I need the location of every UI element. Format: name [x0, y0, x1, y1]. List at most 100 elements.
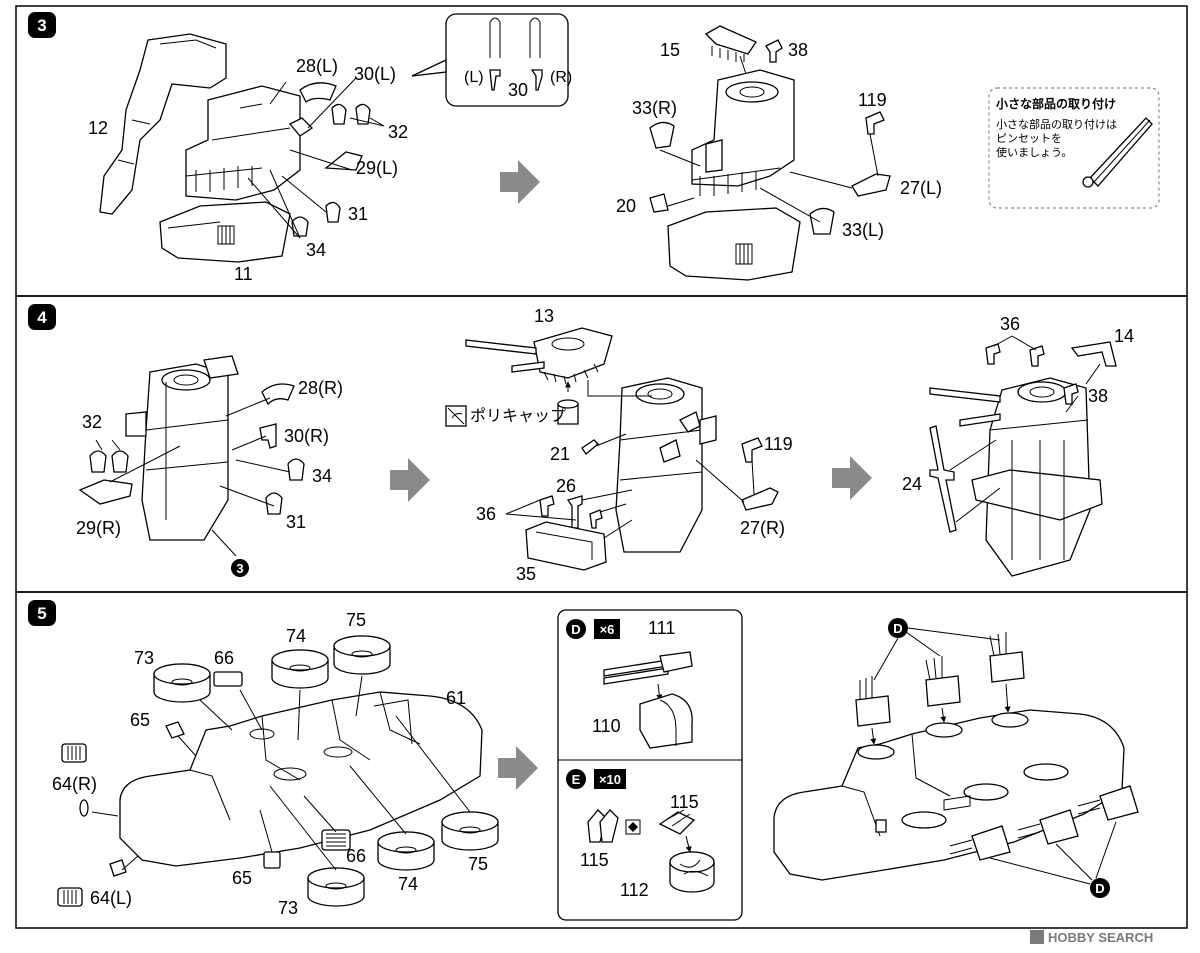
turret-ring-75-bottom	[441, 811, 499, 851]
flow-arrow-step3	[500, 160, 540, 204]
label-part-34-step4: 34	[312, 466, 332, 486]
step-4-badge: 4	[28, 304, 56, 330]
label-part-74-top: 74	[286, 626, 306, 646]
label-part-119-step4: 119	[764, 434, 793, 454]
callout-part-30: 30	[508, 80, 528, 100]
label-part-35: 35	[516, 564, 536, 584]
step-5-panel	[15, 591, 1188, 929]
label-part-115-top: 115	[670, 792, 699, 812]
label-part-65-top: 65	[130, 710, 150, 730]
tip-line-1: 小さな部品の取り付けは	[996, 117, 1117, 131]
label-part-31-step4: 31	[286, 512, 306, 532]
sub-e-count: ×10	[599, 772, 621, 787]
svg-text:4: 4	[37, 308, 47, 327]
label-part-33l: 33(L)	[842, 220, 884, 240]
label-part-33r: 33(R)	[632, 98, 677, 118]
label-part-26: 26	[556, 476, 576, 496]
step-5-badge: 5	[28, 600, 56, 626]
step5-deck-result	[773, 618, 1139, 898]
label-part-110: 110	[592, 716, 621, 736]
label-part-29l: 29(L)	[356, 158, 398, 178]
label-part-27r: 27(R)	[740, 518, 785, 538]
label-part-38-step3: 38	[788, 40, 808, 60]
result-d-badge-top: D	[893, 621, 902, 636]
ref-step-3-badge: 3	[236, 561, 243, 576]
turret-ring-73-bottom	[307, 867, 365, 907]
turret-side-2	[1017, 809, 1079, 845]
label-part-75-top: 75	[346, 610, 366, 630]
label-part-20: 20	[616, 196, 636, 216]
turret-ring-73-top	[153, 663, 211, 703]
label-part-64r: 64(R)	[52, 774, 97, 794]
svg-text:5: 5	[37, 604, 46, 623]
label-part-66-top: 66	[214, 648, 234, 668]
label-part-27l: 27(L)	[900, 178, 942, 198]
label-part-115-side: 115	[580, 850, 609, 870]
step4-turret-assembly	[445, 327, 779, 571]
step4-bridge-exploded	[78, 355, 305, 577]
label-part-24: 24	[902, 474, 922, 494]
label-part-13: 13	[534, 306, 554, 326]
tip-line-3: 使いましょう。	[996, 146, 1072, 159]
watermark: HOBBY SEARCH	[1030, 930, 1153, 945]
polycap-label: ポリキャップ	[470, 407, 566, 425]
label-part-65-bottom: 65	[232, 868, 252, 888]
label-part-32-step4: 32	[82, 412, 102, 432]
step4-bridge-result	[929, 335, 1117, 577]
label-part-36-right: 36	[1000, 314, 1020, 334]
turret-ring-75-top	[333, 635, 391, 675]
flow-arrow-step4a	[390, 458, 430, 502]
step3-bridge-result	[649, 25, 891, 281]
step-3-badge: 3	[28, 12, 56, 38]
label-part-12: 12	[88, 118, 108, 138]
label-part-74-bottom: 74	[398, 874, 418, 894]
svg-text:3: 3	[37, 16, 46, 35]
label-part-111: 111	[648, 618, 675, 638]
label-part-119-step3: 119	[858, 90, 887, 110]
label-part-112: 112	[620, 880, 649, 900]
turret-ring-74-bottom	[377, 831, 435, 871]
label-part-34: 34	[306, 240, 326, 260]
sub-e-badge: E	[572, 772, 581, 787]
tip-line-2: ピンセットを	[996, 132, 1062, 145]
sub-d-count: ×6	[600, 622, 615, 637]
flow-arrow-step4b	[832, 456, 872, 500]
label-part-15: 15	[660, 40, 680, 60]
flow-arrow-step5	[498, 746, 538, 790]
label-part-64l: 64(L)	[90, 888, 132, 908]
turret-top-2	[925, 656, 961, 707]
label-part-31: 31	[348, 204, 368, 224]
turret-side-3	[949, 825, 1011, 861]
label-part-38-step4: 38	[1088, 386, 1108, 406]
turret-top-3	[989, 632, 1025, 683]
label-part-32: 32	[388, 122, 408, 142]
result-d-badge-bottom: D	[1095, 881, 1104, 896]
part-30-orientation-callout	[411, 13, 569, 107]
callout-left-label: (L)	[464, 69, 484, 86]
turret-top-1	[855, 676, 891, 727]
label-part-11: 11	[234, 264, 253, 284]
label-part-61: 61	[446, 688, 466, 708]
label-part-30l: 30(L)	[354, 64, 396, 84]
label-part-29r: 29(R)	[76, 518, 121, 538]
label-part-73-top: 73	[134, 648, 154, 668]
label-part-21: 21	[550, 444, 570, 464]
step5-deck-exploded	[57, 635, 499, 907]
label-part-73-bottom: 73	[278, 898, 298, 918]
label-part-75-bottom: 75	[468, 854, 488, 874]
sub-d-badge: D	[571, 622, 580, 637]
turret-ring-74-top	[271, 649, 329, 689]
label-part-28r: 28(R)	[298, 378, 343, 398]
turret-side-1	[1077, 785, 1139, 821]
tip-title: 小さな部品の取り付け	[996, 96, 1116, 111]
label-part-66-bottom: 66	[346, 846, 366, 866]
svg-text:HOBBY SEARCH: HOBBY SEARCH	[1048, 930, 1153, 945]
sub-assembly-box	[557, 609, 743, 921]
label-part-14: 14	[1114, 326, 1134, 346]
callout-right-label: (R)	[550, 69, 572, 86]
label-part-30r: 30(R)	[284, 426, 329, 446]
label-part-28l: 28(L)	[296, 56, 338, 76]
label-part-36-left: 36	[476, 504, 496, 524]
step3-bridge-exploded	[99, 33, 385, 263]
